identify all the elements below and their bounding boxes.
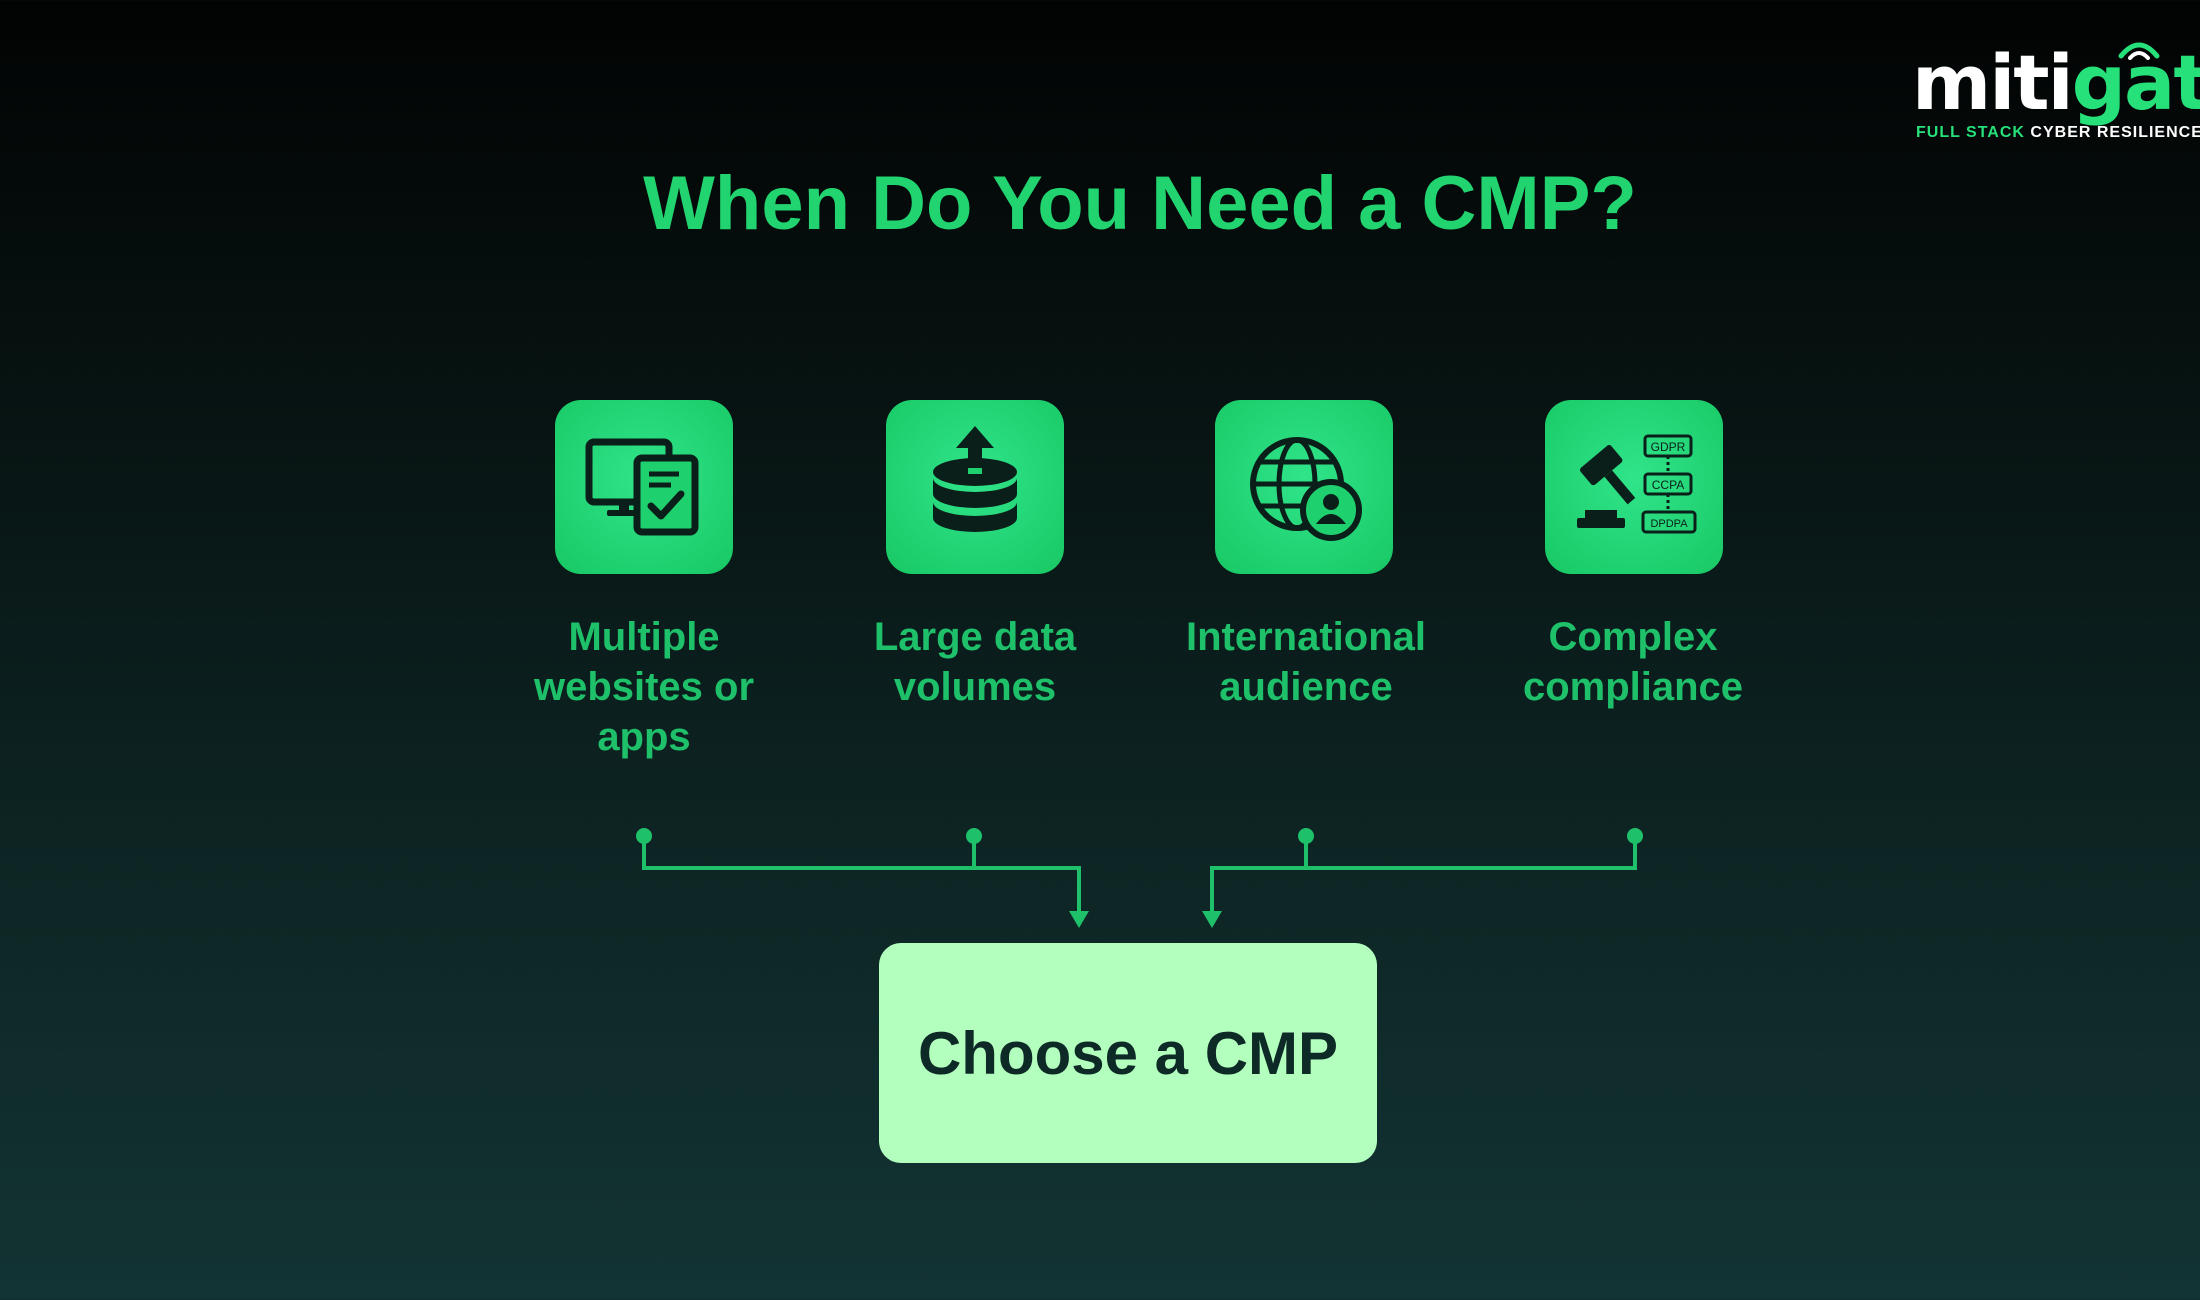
card-large-data <box>886 400 1064 574</box>
regulation-dpdpa: DPDPA <box>1650 518 1688 530</box>
label-line: Multiple <box>568 615 720 659</box>
brand-tagline-part2: CYBER RESILIENCE <box>2030 124 2200 141</box>
card-international <box>1215 400 1393 574</box>
connector-dot <box>966 828 982 844</box>
label-multiple-websites: Multiple websites or apps <box>514 612 774 762</box>
wifi-arc-icon <box>2118 42 2160 60</box>
label-line: International <box>1185 615 1427 659</box>
database-upload-icon <box>933 426 1017 532</box>
label-line: Complex <box>1548 615 1718 659</box>
label-line: Large data <box>873 615 1077 659</box>
label-line: volumes <box>893 665 1057 709</box>
connector-right <box>1210 838 1637 915</box>
diagram-title: When Do You Need a CMP? <box>643 161 1637 246</box>
card-multiple-websites <box>555 400 733 574</box>
label-line: compliance <box>1522 665 1744 709</box>
label-line: apps <box>597 715 691 759</box>
regulation-ccpa: CCPA <box>1652 478 1684 492</box>
devices-checklist-icon <box>585 438 699 536</box>
brand-tagline: FULL STACK CYBER RESILIENCE <box>1916 124 2200 142</box>
brand-logo: mitigata FULL STACK CYBER RESILIENCE <box>1912 38 2200 148</box>
label-complex-compliance: Complex compliance <box>1503 612 1763 712</box>
card-complex-compliance: GDPR CCPA DPDPA <box>1545 400 1723 574</box>
brand-tagline-part1: FULL STACK <box>1916 124 2025 141</box>
arrow-head-left <box>1069 911 1089 928</box>
label-line: websites or <box>533 665 755 709</box>
connector-left <box>642 838 1081 915</box>
label-line: audience <box>1219 665 1393 709</box>
connector-dot <box>1298 828 1314 844</box>
arrow-head-right <box>1202 911 1222 928</box>
connector-dot <box>636 828 652 844</box>
label-large-data: Large data volumes <box>845 612 1105 712</box>
label-international: International audience <box>1176 612 1436 712</box>
globe-user-icon <box>1250 437 1362 541</box>
regulation-gdpr: GDPR <box>1651 440 1686 454</box>
choose-cmp-button[interactable]: Choose a CMP <box>879 943 1377 1163</box>
gavel-regulations-icon: GDPR CCPA DPDPA <box>1577 434 1697 534</box>
connector-dot <box>1627 828 1643 844</box>
brand-name-part1: miti <box>1912 38 2074 127</box>
